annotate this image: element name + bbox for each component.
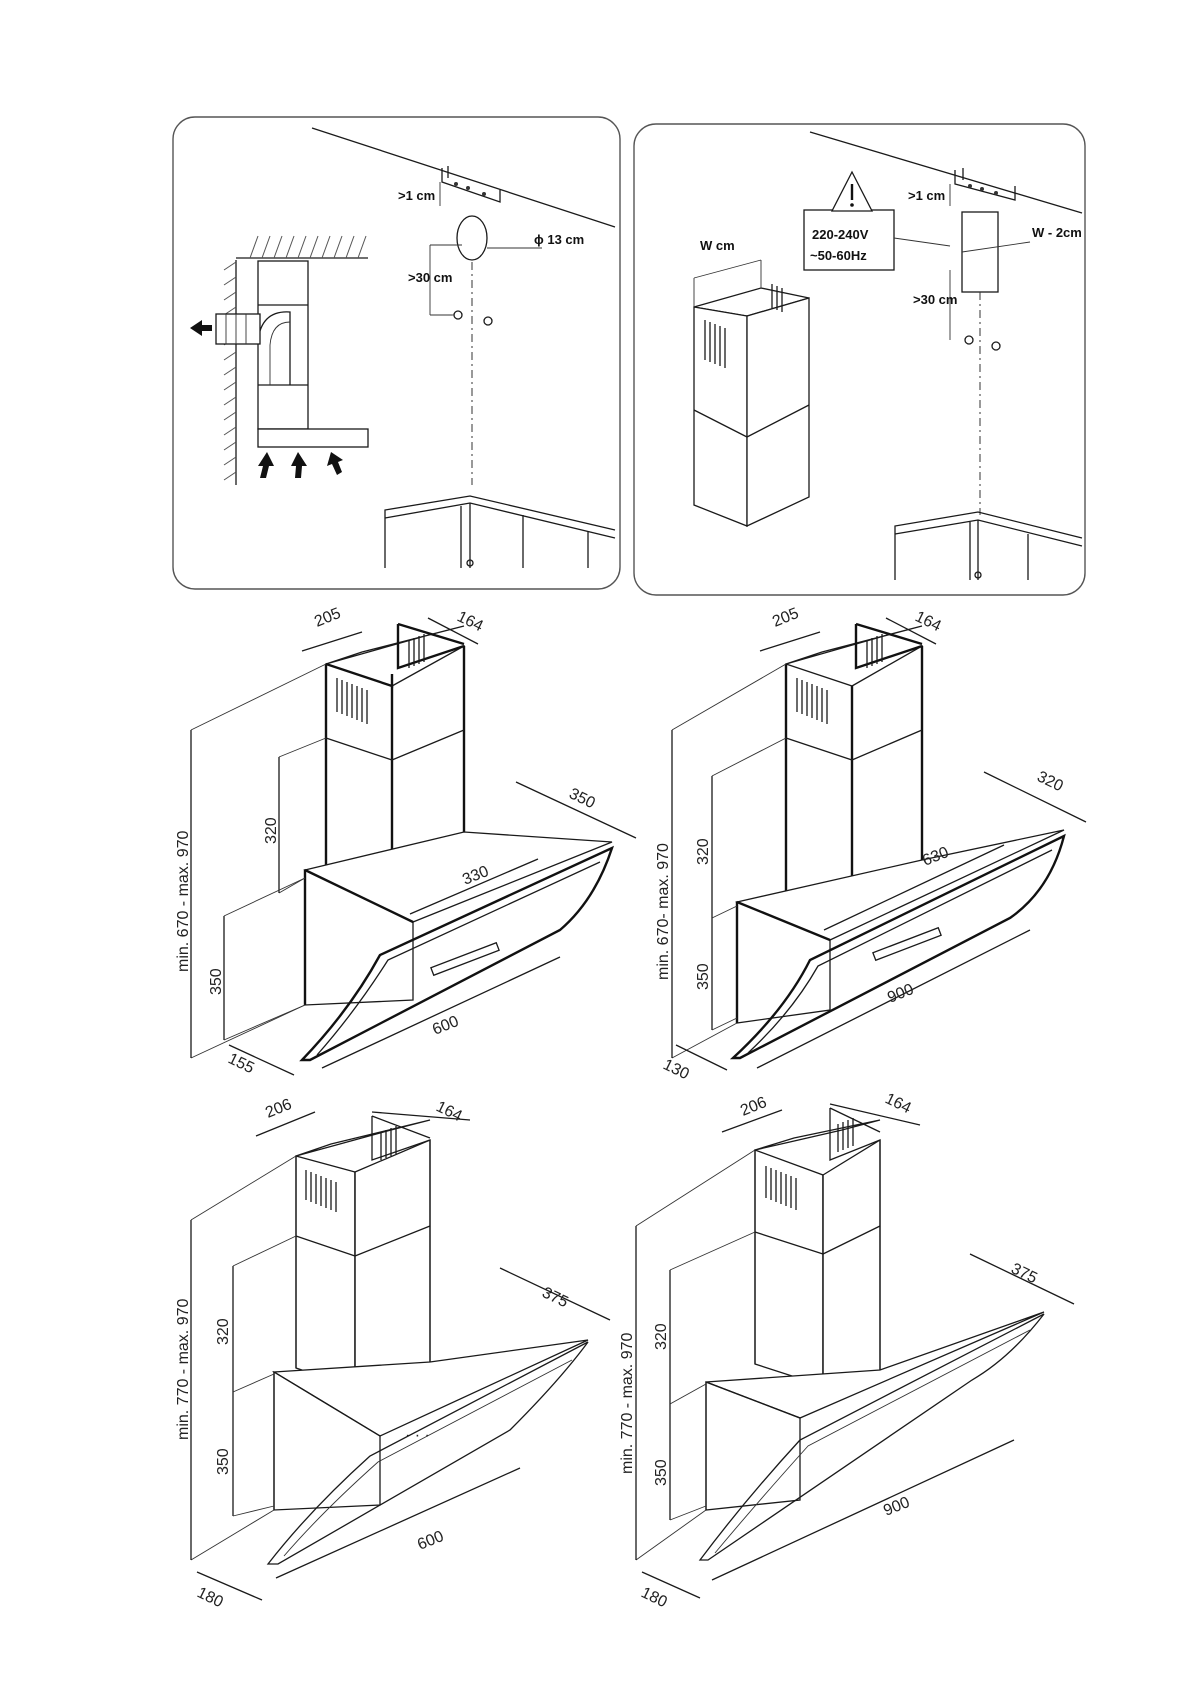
intake-arrow-icon [291,452,307,478]
height-range-label: min. 770 - max. 970 [175,1299,192,1441]
hood-c-dimensions: · · · 206 164 320 min. 770 - max. 970 35… [175,1096,611,1611]
top-depth-label: 164 [882,1090,914,1117]
exhaust-arrow-icon [190,320,212,336]
chimney-height-label: 320 [215,1318,232,1345]
depth-top-label: 375 [1008,1260,1040,1287]
base-depth-label: 180 [194,1584,226,1611]
depth-top-label: 375 [539,1284,571,1311]
base-depth-label: 155 [225,1050,257,1077]
bracket-width-label: W - 2cm [1032,225,1082,240]
chimney-height-label: 320 [653,1323,670,1350]
kitchen-cabinet [894,511,1083,580]
body-height-label: 350 [208,968,225,995]
frequency-label: ~50-60Hz [810,248,867,263]
intake-arrow-icon [258,452,274,478]
width-label: 900 [881,1494,912,1520]
base-depth-label: 130 [660,1056,692,1083]
indicator-dots: · · · [405,1427,430,1444]
width-label: 600 [430,1013,461,1039]
top-depth-label: 164 [912,608,944,635]
gap-top-label: >1 cm [398,188,435,203]
gap-screws-label: >30 cm [408,270,452,285]
hood-side-view [190,260,369,478]
hood-d-dimensions: 206 164 320 min. 770 - max. 970 350 375 … [619,1090,1075,1611]
voltage-label: 220-240V [812,227,869,242]
top-width-label: 205 [312,605,343,631]
width-label: 600 [415,1528,446,1554]
duct-diameter-label: ϕ 13 cm [534,232,584,247]
gap-screws-label: >30 cm [913,292,957,307]
body-height-label: 350 [653,1459,670,1486]
height-range-label: min. 670- max. 970 [655,843,672,980]
wall-screws [448,310,493,326]
chimney-height-label: 320 [695,838,712,865]
base-depth-label: 180 [638,1584,670,1611]
hood-b-dimensions: 205 164 320 min. 670- max. 970 350 320 6… [655,605,1087,1083]
top-width-label: 206 [263,1096,294,1122]
body-height-label: 350 [695,963,712,990]
height-range-label: min. 770 - max. 970 [619,1333,636,1475]
chimney-width-label: W cm [700,238,735,253]
voltage-warning: 220-240V ~50-60Hz [803,170,951,271]
depth-top-label: 320 [1034,768,1066,795]
wall-bracket [441,166,501,203]
intake-arrow-icon [327,452,343,475]
height-range-label: min. 670 - max. 970 [175,831,192,973]
install-panel-right: 220-240V ~50-60Hz [633,123,1086,596]
install-panel-left: >1 cm ϕ 13 cm >30 cm [172,116,621,590]
kitchen-cabinet [384,495,616,568]
top-depth-label: 164 [454,608,486,635]
duct-outlet [456,215,488,261]
chimney-height-label: 320 [263,817,280,844]
top-depth-label: 164 [433,1098,465,1125]
hood-a-dimensions: 205 164 320 min. 670 - max. 970 350 350 … [175,605,637,1077]
chimney-cover [693,259,810,528]
top-width-label: 205 [770,605,801,631]
gap-top-label: >1 cm [908,188,945,203]
body-height-label: 350 [215,1448,232,1475]
width-label: 900 [885,981,916,1007]
bracket-plate [961,211,999,293]
